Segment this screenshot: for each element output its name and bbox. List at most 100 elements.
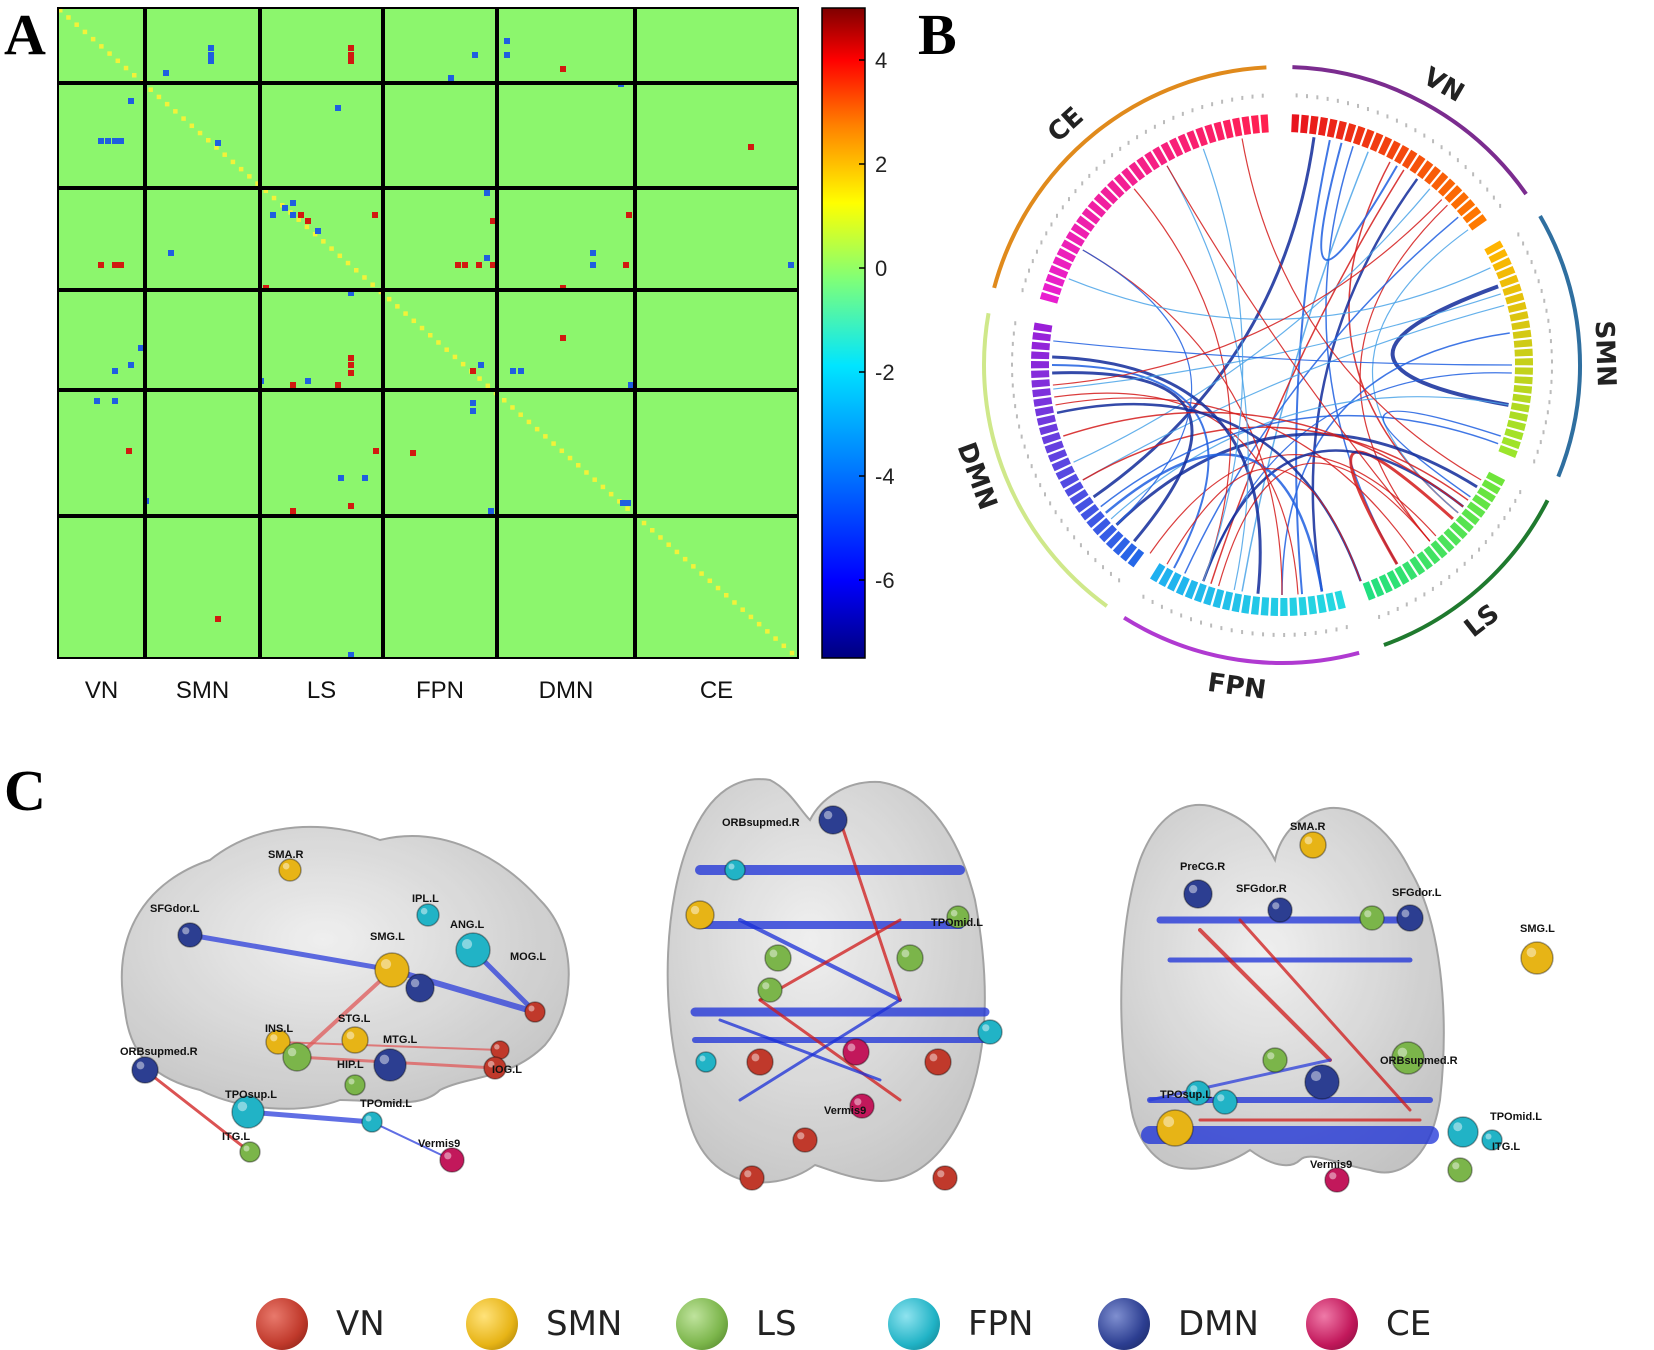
chord-node-segment [1444, 185, 1449, 190]
chord-node-segment [1523, 340, 1524, 347]
matrix-cell [560, 335, 566, 341]
chord-node-segment [1041, 389, 1042, 396]
chord-node-segment [1430, 173, 1436, 177]
chord-node-segment [1165, 150, 1171, 153]
matrix-diagonal-cell [518, 412, 523, 417]
colorbar-tick-label: 0 [875, 256, 887, 281]
chord-node-segment [1390, 149, 1396, 152]
brain-node [456, 933, 490, 967]
brain-node-highlight [700, 1056, 706, 1062]
matrix-cell [510, 368, 516, 374]
matrix-diagonal-cell [691, 564, 696, 569]
chord-node-segment [1327, 601, 1334, 602]
chord-node-segment [1077, 494, 1081, 500]
chord-node-segment [1507, 448, 1509, 454]
matrix-cell [484, 255, 490, 261]
chord-node-segment [1356, 134, 1363, 136]
chord-node-segment [1040, 343, 1041, 350]
coronal-node-label: SMA.R [1290, 821, 1326, 833]
matrix-group-label: DMN [539, 677, 594, 704]
chord-node-segment [1429, 553, 1434, 557]
chord-node-segment [1501, 261, 1504, 267]
matrix-cell [484, 190, 490, 196]
matrix-cell [590, 250, 596, 256]
chord-node-segment [1522, 331, 1523, 338]
lateral-node-label: ANG.L [450, 919, 485, 931]
chord-node-segment [1078, 228, 1082, 234]
chord-network-arc [1124, 618, 1359, 663]
brain-node-highlight [347, 1032, 355, 1040]
matrix-cell [348, 370, 354, 376]
matrix-diagonal-cell [66, 15, 71, 19]
brain-node [178, 923, 202, 947]
brain-node [374, 1049, 406, 1081]
brain-node [1213, 1090, 1237, 1114]
matrix-diagonal-cell [773, 636, 778, 641]
legend-label-ce: CE [1386, 1304, 1431, 1344]
chord-node-segment [1107, 193, 1112, 198]
matrix-cell [518, 368, 524, 374]
chord-node-segment [1088, 509, 1092, 515]
lateral-node-label: INS.L [265, 1023, 293, 1035]
matrix-cell [126, 448, 132, 454]
matrix-cell [208, 58, 214, 64]
brain-node-highlight [462, 939, 472, 949]
matrix-diagonal-cell [412, 319, 417, 324]
chord-node-segment [1134, 169, 1140, 173]
coronal-node-label: Vermis9 [1310, 1159, 1352, 1171]
chord-node-segment [1041, 333, 1042, 340]
chord-node-segment [1068, 478, 1071, 484]
matrix-diagonal-cell [231, 160, 236, 165]
chord-node-segment [1414, 162, 1420, 166]
chord-node-segment [1225, 128, 1232, 130]
matrix-cell [163, 70, 169, 76]
legend-item-fpn: FPN [888, 1298, 1034, 1350]
chord-node-segment [1520, 322, 1521, 329]
legend-item-vn: VN [256, 1298, 385, 1350]
matrix-diagonal-cell [699, 571, 704, 576]
chord-node-segment [1157, 154, 1163, 158]
matrix-cell [118, 262, 124, 268]
brain-node-highlight [1453, 1122, 1462, 1131]
brain-node-highlight [288, 1048, 296, 1056]
matrix-diagonal-cell [206, 138, 211, 143]
brain-node-highlight [951, 910, 958, 917]
brain-node [525, 1002, 545, 1022]
chord-node-segment [1338, 129, 1345, 131]
brain-node-highlight [752, 1054, 760, 1062]
matrix-group-label: FPN [416, 677, 464, 704]
matrix-diagonal-cell [790, 651, 795, 656]
brain-node-highlight [381, 959, 391, 969]
brain-node [279, 859, 301, 881]
matrix-cell [98, 262, 104, 268]
matrix-diagonal-cell [321, 239, 326, 244]
chord-node-segment [1366, 590, 1372, 592]
matrix-diagonal-cell [305, 225, 310, 230]
brain-edge [248, 1112, 372, 1122]
chord-node-segment [1364, 137, 1371, 140]
brain-node-highlight [1272, 902, 1279, 909]
colorbar-tick-label: -2 [875, 360, 895, 385]
matrix-cell [478, 362, 484, 368]
matrix-diagonal-cell [502, 398, 507, 403]
matrix-cell [348, 52, 354, 58]
chord-node-segment [1470, 212, 1474, 218]
chord-node-segment [1099, 524, 1104, 529]
chord-node-segment [1319, 126, 1326, 127]
chord-node-segment [1181, 142, 1187, 145]
chord-node-segment [1462, 521, 1467, 526]
matrix-diagonal-cell [420, 326, 425, 331]
lateral-node-label: TPOsup.L [225, 1089, 277, 1101]
matrix-diagonal-cell [527, 420, 532, 425]
matrix-diagonal-cell [354, 268, 359, 273]
chord-node-segment [1089, 214, 1093, 220]
matrix-diagonal-cell [395, 304, 400, 309]
chord-node-segment [1520, 404, 1521, 411]
coronal-node-label: SMG.L [1520, 923, 1555, 935]
chord-link [1106, 454, 1322, 591]
chord-node-segment [1521, 395, 1522, 402]
matrix-diagonal-cell [732, 600, 737, 605]
chord-node-segment [1518, 313, 1519, 320]
axial-brain-shape [668, 779, 985, 1182]
matrix-cell [348, 362, 354, 368]
